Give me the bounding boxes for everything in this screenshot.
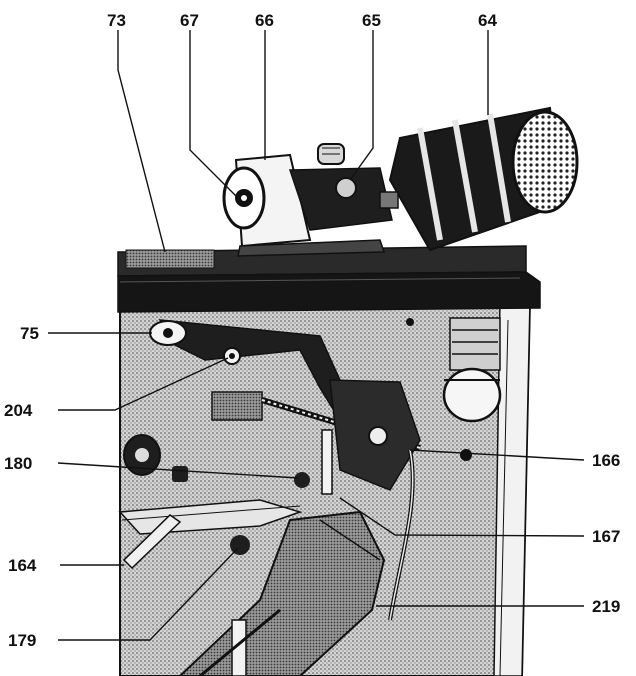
callout-75: 75 — [20, 324, 39, 343]
callout-65: 65 — [362, 11, 381, 30]
left-parts — [118, 434, 310, 570]
callout-164: 164 — [8, 556, 37, 575]
callout-167: 167 — [592, 527, 620, 546]
callout-179: 179 — [8, 631, 36, 650]
callout-67: 67 — [180, 11, 199, 30]
callout-73: 73 — [107, 11, 126, 30]
callout-166: 166 — [592, 451, 620, 470]
lamp-assembly — [222, 143, 393, 257]
callout-180: 180 — [4, 454, 32, 473]
spring-bracket — [211, 379, 421, 495]
callout-219: 219 — [592, 597, 620, 616]
leader-lines — [48, 30, 585, 641]
callout-64: 64 — [478, 11, 497, 30]
side-roller — [406, 317, 502, 461]
slide-chute — [178, 510, 386, 676]
callout-66: 66 — [255, 11, 274, 30]
top-panel — [117, 245, 541, 313]
knob — [379, 106, 579, 252]
callout-204: 204 — [4, 401, 33, 420]
